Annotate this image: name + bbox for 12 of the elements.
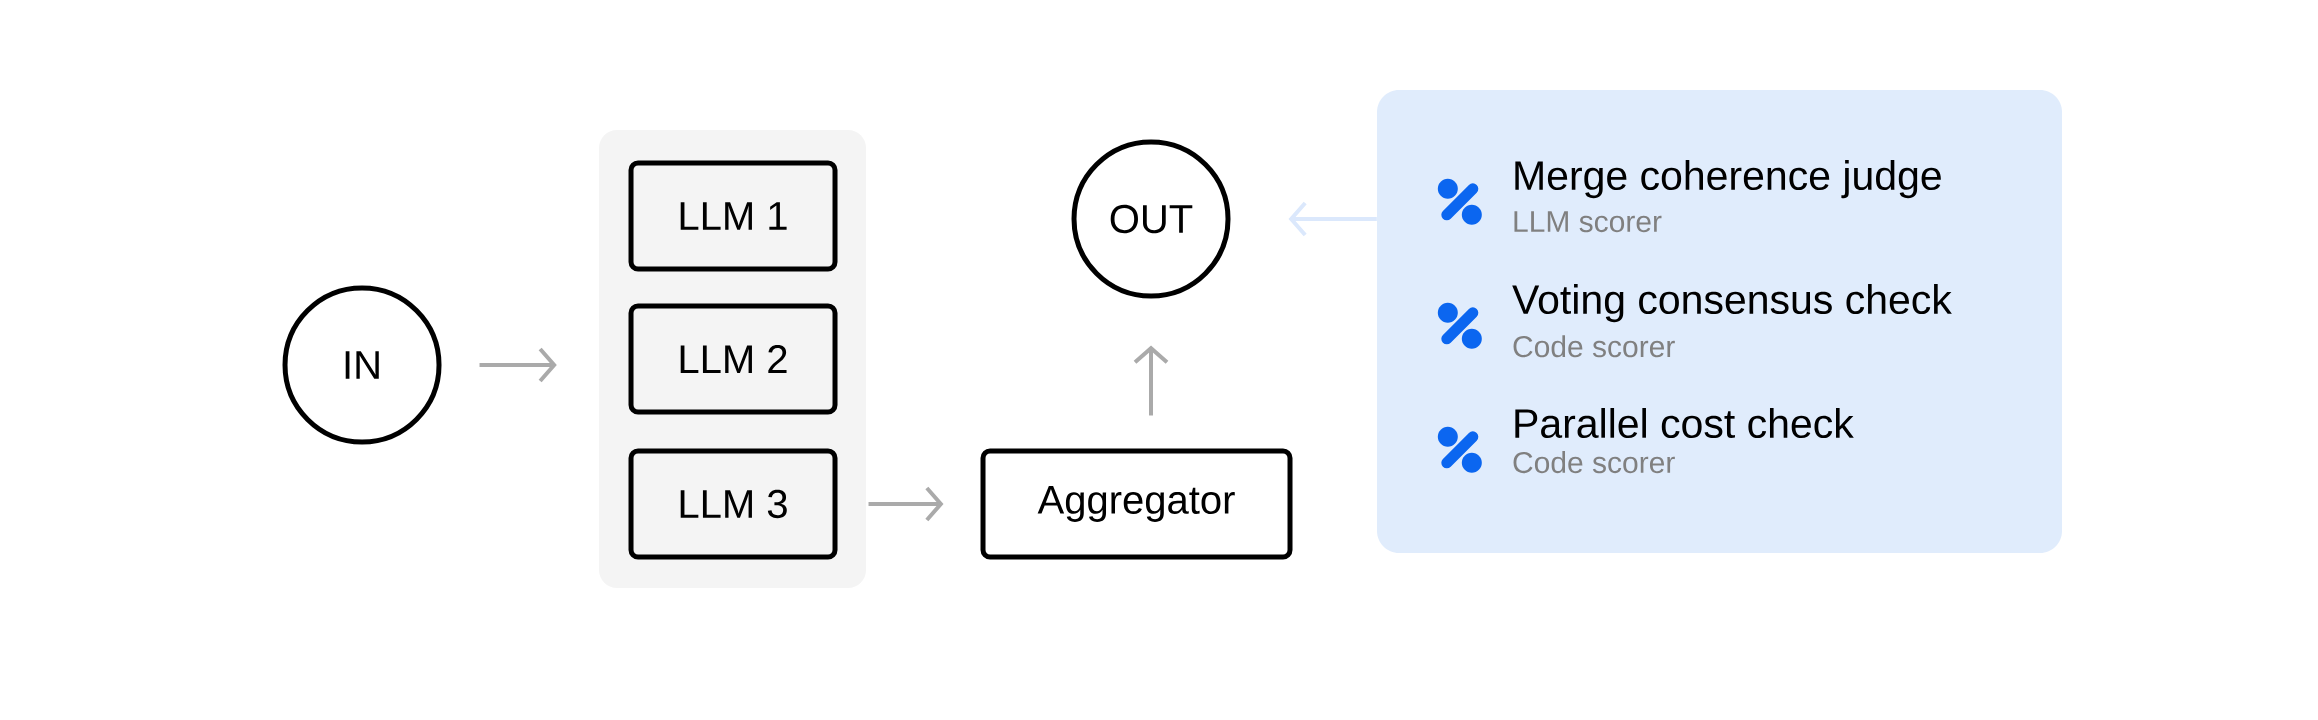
arrow bbox=[479, 347, 557, 383]
process-box: LLM 3 bbox=[628, 448, 838, 560]
arrow bbox=[1133, 345, 1169, 416]
process-box: Aggregator bbox=[980, 448, 1293, 560]
scorer-panel bbox=[1377, 90, 2062, 553]
arrow bbox=[1288, 201, 1377, 237]
scorer-item: Voting consensus check Code scorer bbox=[1512, 284, 1952, 358]
process-box: LLM 2 bbox=[628, 303, 838, 415]
arrow bbox=[868, 486, 944, 522]
scorer-item: Parallel cost check Code scorer bbox=[1513, 408, 1854, 474]
process-box: LLM 1 bbox=[628, 160, 838, 272]
scorer-item: Merge coherence judge LLM scorer bbox=[1514, 160, 1941, 233]
